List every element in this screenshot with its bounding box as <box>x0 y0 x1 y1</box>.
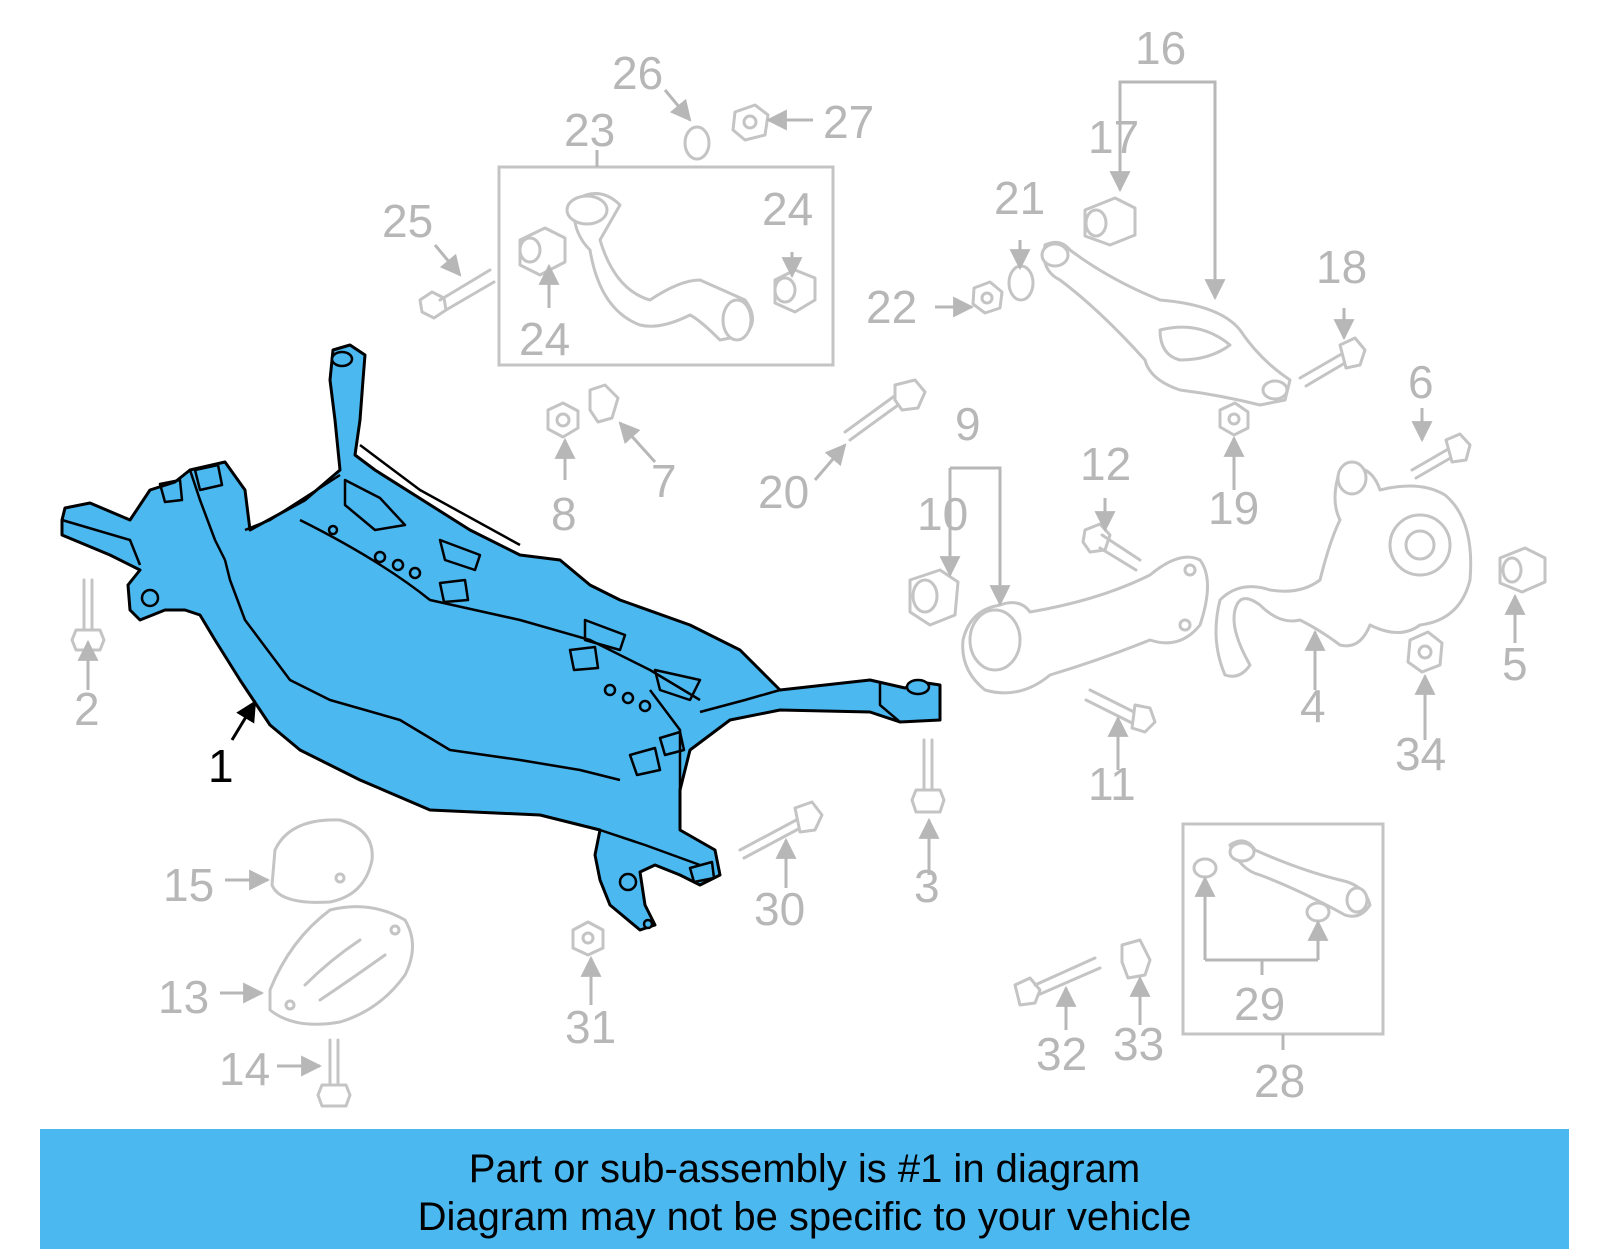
bushing-5 <box>1498 546 1547 594</box>
callout-13: 13 <box>158 971 209 1023</box>
bolt-32 <box>1013 956 1102 1007</box>
callout-15: 15 <box>163 859 214 911</box>
banner-line-2: Diagram may not be specific to your vehi… <box>417 1195 1192 1239</box>
nut-22 <box>971 280 1004 315</box>
bolt-12 <box>1081 522 1142 572</box>
callout-20: 20 <box>758 466 809 518</box>
bushing-17 <box>1083 196 1137 247</box>
rear-crossmember-part-1 <box>60 343 942 932</box>
banner-line-1: Part or sub-assembly is #1 in diagram <box>468 1147 1141 1191</box>
bolt-2 <box>70 578 106 652</box>
callout-11: 11 <box>1088 758 1136 810</box>
ring-26 <box>683 125 711 161</box>
callout-24-left: 24 <box>519 313 570 365</box>
cover-13 <box>268 905 414 1026</box>
callout-33: 33 <box>1113 1018 1164 1070</box>
callout-28: 28 <box>1254 1055 1305 1107</box>
callout-labels: 1 2 3 4 5 6 7 8 9 10 11 12 13 14 15 16 1… <box>74 22 1528 1107</box>
callout-22: 22 <box>866 281 917 333</box>
callout-16: 16 <box>1135 22 1186 74</box>
knuckle-4 <box>1214 460 1473 678</box>
callout-7: 7 <box>651 455 677 507</box>
bolt-14 <box>316 1038 352 1108</box>
arm-28 <box>1228 839 1372 918</box>
bushing-24-right <box>773 268 817 314</box>
callout-19: 19 <box>1208 482 1259 534</box>
callout-34: 34 <box>1395 728 1446 780</box>
bolt-6 <box>1410 432 1472 480</box>
callout-26: 26 <box>612 47 663 99</box>
callout-6: 6 <box>1408 356 1434 408</box>
callout-12: 12 <box>1080 438 1131 490</box>
bolt-20 <box>843 378 927 442</box>
nut-8 <box>546 401 580 439</box>
trailing-arm-9 <box>961 555 1209 695</box>
nut-27 <box>731 103 770 142</box>
callout-32: 32 <box>1036 1028 1087 1080</box>
callout-31: 31 <box>565 1001 616 1053</box>
callout-1: 1 <box>208 740 234 792</box>
callout-10: 10 <box>917 488 968 540</box>
callout-24-right: 24 <box>762 183 813 235</box>
bolt-3 <box>910 738 946 814</box>
callout-2: 2 <box>74 683 100 735</box>
callout-14: 14 <box>219 1043 270 1095</box>
bolt-11 <box>1084 688 1157 734</box>
info-banner: Part or sub-assembly is #1 in diagram Di… <box>40 1129 1569 1249</box>
bolt-18 <box>1298 336 1367 388</box>
bushing-29-right <box>1305 901 1331 923</box>
callout-4: 4 <box>1300 680 1326 732</box>
cover-15 <box>270 818 374 904</box>
callout-27: 27 <box>823 96 874 148</box>
callout-29: 29 <box>1234 978 1285 1030</box>
bushing-24-left <box>518 226 567 277</box>
bolt-30 <box>738 800 824 860</box>
leader-lines <box>77 80 1526 1077</box>
upper-control-arm-23 <box>565 192 754 342</box>
nut-34 <box>1406 630 1444 674</box>
bolt-25 <box>418 268 496 320</box>
bracket-33 <box>1120 938 1152 980</box>
bracket-7 <box>588 383 620 424</box>
bushing-29-left <box>1192 857 1218 879</box>
callout-17: 17 <box>1088 111 1139 163</box>
bushing-10 <box>908 568 960 627</box>
callout-21: 21 <box>994 172 1045 224</box>
callout-25: 25 <box>382 195 433 247</box>
callout-30: 30 <box>754 883 805 935</box>
callout-9: 9 <box>955 398 981 450</box>
lower-control-arm-16 <box>1040 240 1292 407</box>
callout-8: 8 <box>551 488 577 540</box>
group-box-23 <box>497 165 835 367</box>
callout-18: 18 <box>1316 241 1367 293</box>
nut-31 <box>571 920 605 957</box>
ring-21 <box>1007 264 1035 302</box>
callout-23: 23 <box>564 104 615 156</box>
nut-19 <box>1218 401 1250 437</box>
callout-5: 5 <box>1502 638 1528 690</box>
leader-1 <box>230 700 257 741</box>
callout-3: 3 <box>914 860 940 912</box>
